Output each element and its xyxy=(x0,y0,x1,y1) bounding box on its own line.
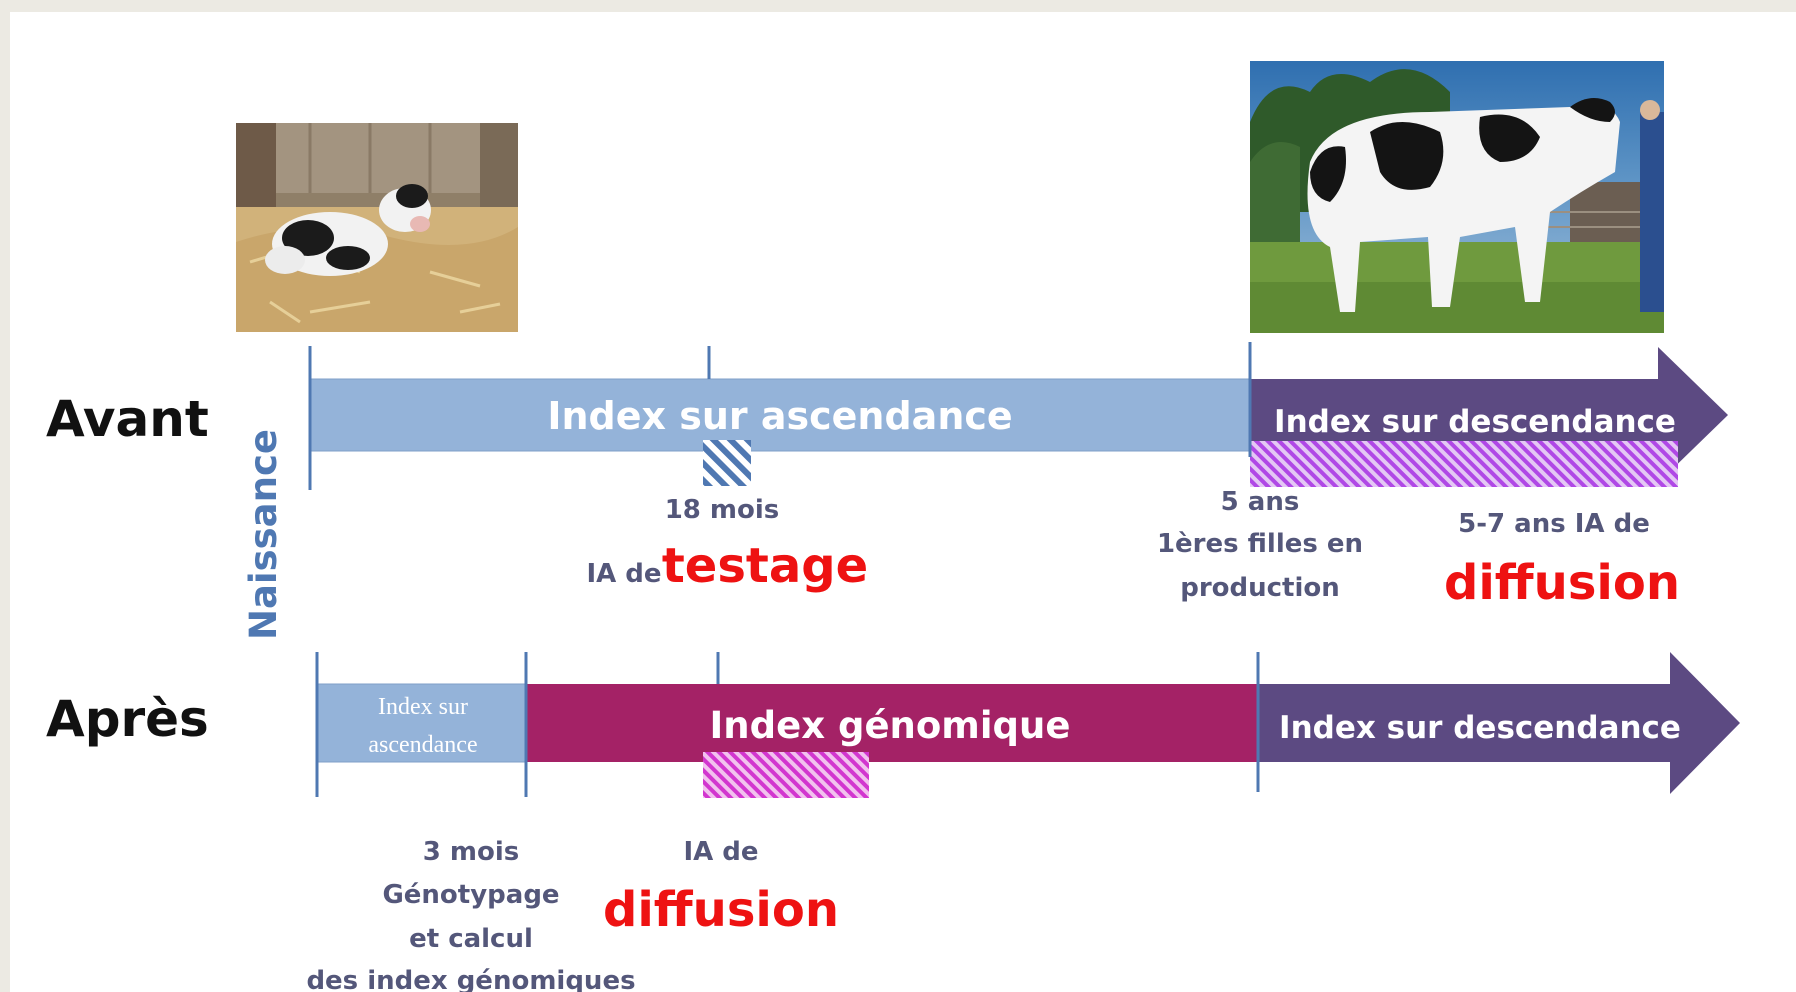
apres-descendance-arrow xyxy=(1258,652,1740,794)
apres-descendance-label: Index sur descendance xyxy=(1279,710,1681,746)
avant-filles-text: 1ères filles en xyxy=(1157,529,1363,559)
avant-testage-text: testage xyxy=(662,538,868,594)
naissance-label: Naissance xyxy=(242,429,285,640)
avant-diffusion-text: diffusion xyxy=(1444,555,1680,611)
apres-et-calcul-text: et calcul xyxy=(409,924,533,954)
avant-ia-de-text: IA de xyxy=(586,559,661,589)
apres-des-index-text: des index génomiques xyxy=(306,966,635,992)
apres-diffusion-hatch xyxy=(703,752,869,798)
avant-18mois-hatch xyxy=(703,440,751,486)
calf-photo xyxy=(236,123,518,332)
apres-genomique-bar xyxy=(526,684,1258,762)
avant-descendance-hatch xyxy=(1250,441,1678,487)
avant-descendance-label: Index sur descendance xyxy=(1274,404,1676,440)
apres-ascendance-bar xyxy=(316,683,527,763)
apres-genotypage-text: Génotypage xyxy=(382,880,559,910)
apres-ascendance-label-1: Index sur xyxy=(378,694,468,720)
timeline-diagram: Avant Naissance Index sur ascendance Ind… xyxy=(46,61,1740,992)
avant-ascendance-label: Index sur ascendance xyxy=(547,394,1012,438)
apres-ia-de-text: IA de xyxy=(683,837,758,867)
slide: Avant Naissance Index sur ascendance Ind… xyxy=(10,12,1796,992)
avant-57ans-text: 5-7 ans IA de xyxy=(1458,509,1650,539)
avant-ascendance-bar xyxy=(309,378,1251,452)
apres-diffusion-text: diffusion xyxy=(603,882,839,938)
avant-5ans-text: 5 ans xyxy=(1221,487,1300,517)
avant-18mois-text: 18 mois xyxy=(665,495,780,525)
apres-ascendance-label-2: ascendance xyxy=(368,732,477,758)
label-avant: Avant xyxy=(46,390,209,448)
apres-3mois-text: 3 mois xyxy=(423,837,519,867)
cow-photo xyxy=(1250,61,1664,333)
avant-production-text: production xyxy=(1180,573,1340,603)
apres-genomique-label: Index génomique xyxy=(710,704,1071,747)
label-apres: Après xyxy=(46,690,209,748)
